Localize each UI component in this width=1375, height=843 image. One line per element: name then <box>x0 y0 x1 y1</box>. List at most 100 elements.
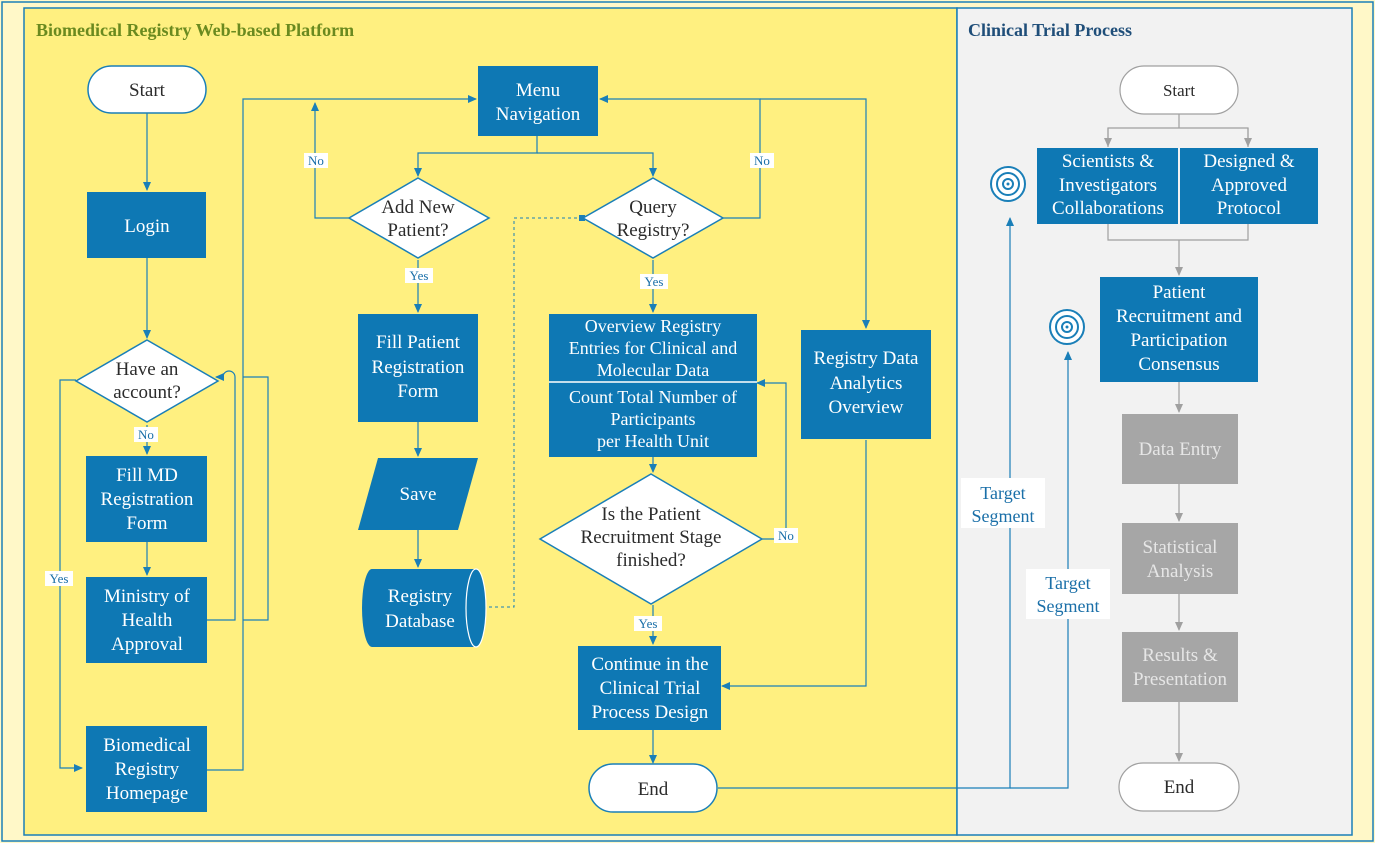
database-line1: Registry <box>388 586 453 607</box>
results-presentation-box: Results & Presentation <box>1122 632 1238 702</box>
yes-label-query: Yes <box>645 274 664 289</box>
fill-md-line3: Form <box>126 513 167 534</box>
recruitment-line4: Consensus <box>1138 354 1219 375</box>
overview-line2: Entries for Clinical and <box>569 338 737 358</box>
add-patient-decision: Add New Patient? <box>347 177 491 259</box>
no-label-account: No <box>138 427 154 442</box>
overview-line3: Molecular Data <box>597 360 709 380</box>
statistical-analysis-box: Statistical Analysis <box>1122 523 1238 594</box>
menu-navigation-box: Menu Navigation <box>478 66 598 136</box>
target-segment-label-1: Target Segment <box>961 478 1045 528</box>
scientists-line2: Investigators <box>1059 175 1157 196</box>
right-start-node: Start <box>1119 65 1239 115</box>
yes-label-add: Yes <box>410 268 429 283</box>
continue-line2: Clinical Trial <box>600 678 701 699</box>
target-icon <box>990 166 1026 202</box>
moh-line3: Approval <box>111 634 183 655</box>
start-label: Start <box>129 80 166 101</box>
end-node: End <box>588 763 718 813</box>
login-box: Login <box>87 192 206 258</box>
analytics-line3: Overview <box>829 397 904 418</box>
query-line1: Query <box>629 197 677 218</box>
scientists-box: Scientists & Investigators Collaboration… <box>1037 148 1178 224</box>
fill-md-line2: Registration <box>101 489 194 510</box>
homepage-box: Biomedical Registry Homepage <box>86 726 207 812</box>
end-label: End <box>638 779 669 800</box>
protocol-line2: Approved <box>1211 175 1287 196</box>
recruit-q-line1: Is the Patient <box>601 504 701 525</box>
yes-label-recruit: Yes <box>639 616 658 631</box>
menu-line2: Navigation <box>496 104 581 125</box>
homepage-line2: Registry <box>115 759 180 780</box>
registry-database-cylinder: Registry Database <box>362 568 487 648</box>
homepage-line3: Homepage <box>106 783 188 804</box>
scientists-line3: Collaborations <box>1052 198 1164 219</box>
query-registry-decision: Query Registry? <box>581 177 725 259</box>
right-panel-title: Clinical Trial Process <box>968 20 1132 40</box>
yes-label-account: Yes <box>50 571 69 586</box>
fill-patient-form-box: Fill Patient Registration Form <box>358 314 478 422</box>
branch-labels: No Yes No Yes No Yes No Yes <box>45 153 798 631</box>
count-line3: per Health Unit <box>597 431 709 451</box>
fill-patient-line3: Form <box>397 381 438 402</box>
target2-line2: Segment <box>1037 596 1100 616</box>
right-end-label: End <box>1164 777 1195 798</box>
database-line2: Database <box>385 611 455 632</box>
overview-count-box: Overview Registry Entries for Clinical a… <box>549 314 757 457</box>
target1-line2: Segment <box>972 506 1035 526</box>
fill-md-form-box: Fill MD Registration Form <box>86 456 207 542</box>
recruitment-finished-decision: Is the Patient Recruitment Stage finishe… <box>538 473 764 605</box>
add-patient-line1: Add New <box>381 197 455 218</box>
query-line2: Registry? <box>617 220 690 241</box>
no-label-recruit: No <box>778 528 794 543</box>
no-label-query: No <box>754 153 770 168</box>
left-panel-title: Biomedical Registry Web-based Platform <box>36 20 354 40</box>
start-node: Start <box>87 65 207 114</box>
right-start-label: Start <box>1163 81 1195 100</box>
right-connectors <box>1104 114 1252 762</box>
stats-line2: Analysis <box>1147 561 1214 582</box>
save-label: Save <box>400 484 437 505</box>
target-icon <box>1049 309 1085 345</box>
continue-line1: Continue in the <box>591 654 708 675</box>
save-parallelogram: Save <box>358 458 478 530</box>
menu-line1: Menu <box>516 80 561 101</box>
recruitment-line1: Patient <box>1153 282 1206 303</box>
have-account-line2: account? <box>113 382 181 403</box>
count-line2: Participants <box>611 409 696 429</box>
add-patient-line2: Patient? <box>387 220 448 241</box>
recruitment-line2: Recruitment and <box>1116 306 1243 327</box>
target-segment-label-2: Target Segment <box>1026 569 1110 619</box>
right-end-node: End <box>1118 762 1240 812</box>
moh-line1: Ministry of <box>104 586 191 607</box>
recruit-q-line3: finished? <box>616 550 686 571</box>
have-account-line1: Have an <box>116 359 179 380</box>
fill-patient-line2: Registration <box>372 357 465 378</box>
recruit-q-line2: Recruitment Stage <box>581 527 722 548</box>
analytics-box: Registry Data Analytics Overview <box>801 330 931 439</box>
login-label: Login <box>124 216 170 237</box>
data-entry-label: Data Entry <box>1139 439 1222 460</box>
scientists-line1: Scientists & <box>1062 151 1155 172</box>
no-label-add: No <box>308 153 324 168</box>
stats-line1: Statistical <box>1143 537 1218 558</box>
recruitment-line3: Participation <box>1130 330 1228 351</box>
analytics-line2: Analytics <box>830 373 903 394</box>
protocol-line1: Designed & <box>1203 151 1295 172</box>
fill-patient-line1: Fill Patient <box>376 332 461 353</box>
overview-line1: Overview Registry <box>585 316 721 336</box>
target1-line1: Target <box>980 483 1025 503</box>
analytics-line1: Registry Data <box>813 348 919 369</box>
data-entry-box: Data Entry <box>1122 414 1238 484</box>
have-account-decision: Have an account? <box>74 339 220 423</box>
results-line1: Results & <box>1142 645 1218 666</box>
homepage-line1: Biomedical <box>103 735 191 756</box>
protocol-line3: Protocol <box>1217 198 1281 219</box>
protocol-box: Designed & Approved Protocol <box>1180 148 1318 224</box>
continue-line3: Process Design <box>592 702 709 723</box>
results-line2: Presentation <box>1133 669 1227 690</box>
patient-recruitment-box: Patient Recruitment and Participation Co… <box>1100 277 1258 382</box>
ministry-approval-box: Ministry of Health Approval <box>86 577 207 663</box>
count-line1: Count Total Number of <box>569 387 737 407</box>
